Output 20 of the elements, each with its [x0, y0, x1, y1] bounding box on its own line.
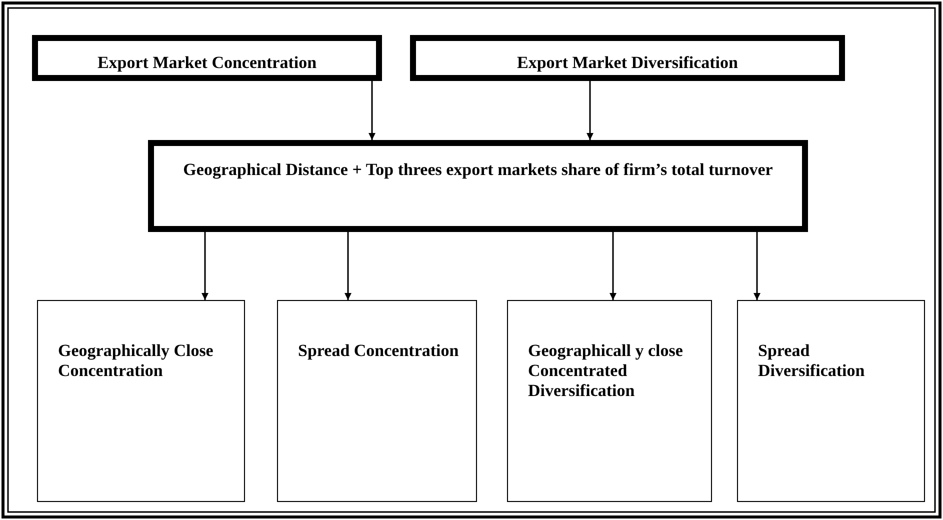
outcome-box — [277, 300, 477, 502]
box-label: Geographicall y close Concentrated Diversification — [528, 341, 684, 401]
outcome-box — [737, 300, 925, 502]
box-label: Export Market Diversification — [516, 53, 739, 73]
box-label: Geographically Close Concentration — [58, 341, 214, 381]
criteria-box — [148, 140, 808, 232]
category-box — [32, 35, 382, 81]
category-box — [410, 35, 845, 81]
box-label: Export Market Concentration — [96, 53, 318, 73]
box-label: Spread Diversification — [758, 341, 866, 381]
box-label: Geographical Distance + Top threes export markets share of firm’s total turnover — [182, 160, 774, 180]
arrow — [344, 232, 352, 300]
outcome-box — [507, 300, 712, 502]
arrow — [754, 232, 760, 300]
box-label: Spread Concentration — [298, 341, 460, 361]
outcome-box — [37, 300, 245, 502]
arrow — [586, 81, 594, 140]
arrow — [610, 232, 616, 300]
arrow — [202, 232, 208, 300]
arrow — [368, 81, 376, 140]
